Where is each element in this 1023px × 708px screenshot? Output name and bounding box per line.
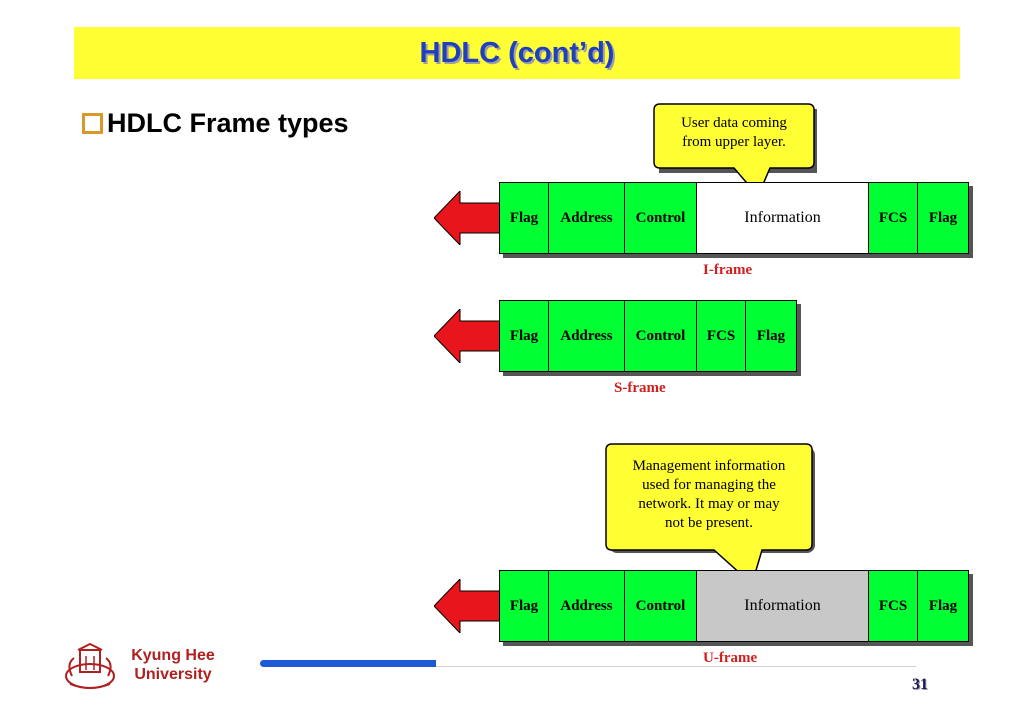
field-fcs: FCS	[869, 571, 918, 641]
field-fcs: FCS	[697, 301, 746, 371]
field-address: Address	[549, 183, 625, 253]
field-address: Address	[549, 571, 625, 641]
field-flag: Flag	[756, 327, 786, 344]
bullet-text: HDLC Frame types	[107, 108, 349, 138]
callout-line: User data coming	[681, 115, 787, 131]
left-arrow-icon	[434, 579, 502, 633]
callout-line: network. It may or may	[638, 496, 780, 512]
s-frame-label: S-frame	[614, 380, 666, 396]
field-information: Information	[697, 183, 869, 253]
university-seal-icon	[65, 642, 115, 689]
s-frame-row: Flag Address Control FCS Flag	[499, 300, 797, 372]
field-flag: Flag	[928, 597, 958, 614]
user-data-callout-text: User data coming from upper layer.	[654, 114, 814, 152]
field-control: Control	[625, 183, 697, 253]
university-name-line: University	[134, 666, 212, 683]
left-arrow-icon	[434, 191, 502, 245]
field-fcs: FCS	[869, 183, 918, 253]
university-name-line: Kyung Hee	[131, 647, 215, 664]
u-frame-row: Flag Address Control Information FCS Fla…	[499, 570, 969, 642]
field-flag: Flag	[928, 209, 958, 226]
footer-divider	[436, 666, 916, 667]
callout-line: Management information	[632, 458, 786, 474]
footer-accent-line	[260, 660, 436, 667]
field-control: Control	[625, 571, 697, 641]
field-flag: Flag	[500, 301, 549, 371]
field-information: Information	[697, 571, 869, 641]
callout-line: from upper layer.	[682, 134, 786, 150]
i-frame-label: I-frame	[703, 262, 753, 278]
page-number: 31	[912, 676, 928, 693]
field-flag: Flag	[500, 571, 549, 641]
university-name: Kyung Hee University	[118, 646, 228, 684]
i-frame-row: Flag Address Control Information FCS Fla…	[499, 182, 969, 254]
left-arrow-icon	[434, 309, 502, 363]
management-callout-text: Management information used for managing…	[606, 457, 812, 533]
management-callout	[605, 443, 815, 586]
slide-title: HDLC (cont’d)	[419, 36, 615, 69]
bullet-item: HDLC Frame types	[82, 108, 349, 139]
field-control: Control	[625, 301, 697, 371]
callout-line: not be present.	[665, 515, 753, 531]
title-bar: HDLC (cont’d)	[74, 27, 960, 79]
field-address: Address	[549, 301, 625, 371]
u-frame-label: U-frame	[703, 650, 758, 666]
callout-line: used for managing the	[642, 477, 776, 493]
square-bullet-icon	[82, 113, 103, 134]
field-flag: Flag	[500, 183, 549, 253]
